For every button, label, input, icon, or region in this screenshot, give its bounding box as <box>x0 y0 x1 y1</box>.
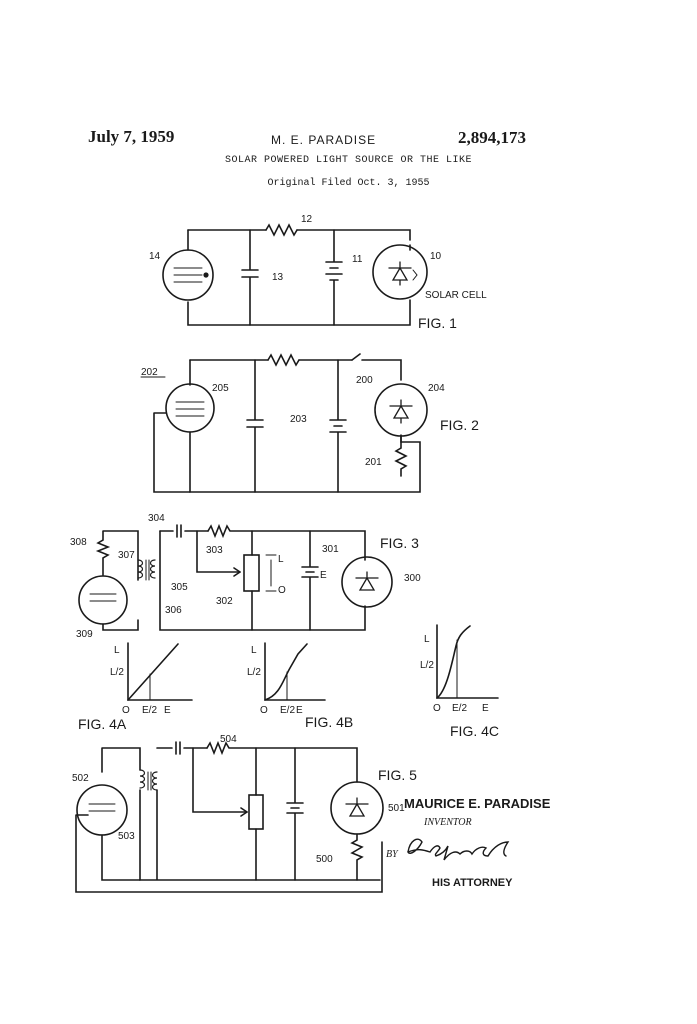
filing-date: Original Filed Oct. 3, 1955 <box>267 178 430 189</box>
fig4c-y-top: L <box>424 634 430 645</box>
fig4b-y-top: L <box>251 645 257 656</box>
fig2-label-203: 203 <box>290 414 307 425</box>
fig3-label-300: 300 <box>404 573 421 584</box>
fig2-caption: FIG. 2 <box>440 417 479 433</box>
fig3-label-301: 301 <box>322 544 339 555</box>
fig4b-y-mid: L/2 <box>247 667 261 678</box>
fig2-circuit <box>153 353 428 493</box>
fig5-caption: FIG. 5 <box>378 767 417 783</box>
fig4a-origin: O <box>122 705 130 716</box>
fig4a-graph <box>127 642 193 701</box>
fig5-label-501: 501 <box>388 803 405 814</box>
inventor-role: INVENTOR <box>423 817 472 828</box>
fig4a-x-mid: E/2 <box>142 705 157 716</box>
fig3-solar-cell-icon <box>341 556 393 608</box>
fig5-lamp-icon <box>76 784 128 836</box>
fig3-label-O: O <box>278 585 286 596</box>
fig5-solar-cell-icon <box>330 781 384 835</box>
fig4a-x-end: E <box>164 705 171 716</box>
fig1-circuit <box>162 223 428 326</box>
fig5-label-503: 503 <box>118 831 135 842</box>
fig4b-origin: O <box>260 705 268 716</box>
fig4b-x-mid: E/2 <box>280 705 295 716</box>
fig4b-x-end: E <box>296 705 303 716</box>
fig4c-x-mid: E/2 <box>452 703 467 714</box>
fig4a-y-top: L <box>114 645 120 656</box>
fig4c-origin: O <box>433 703 441 714</box>
fig2-label-202: 202 <box>141 367 158 378</box>
fig2-label-201: 201 <box>365 457 382 468</box>
fig4c-y-mid: L/2 <box>420 660 434 671</box>
attorney-signature <box>407 838 510 861</box>
fig4b-caption: FIG. 4B <box>305 714 353 730</box>
fig5-label-504: 504 <box>220 734 237 745</box>
fig3-label-E: E <box>320 570 327 581</box>
fig3-label-302: 302 <box>216 596 233 607</box>
fig2-label-205: 205 <box>212 383 229 394</box>
fig4c-graph <box>436 624 499 699</box>
fig2-label-204: 204 <box>428 383 445 394</box>
fig3-label-307: 307 <box>118 550 135 561</box>
fig4b-graph <box>264 642 326 701</box>
fig3-circuit <box>78 523 393 631</box>
fig1-label-14: 14 <box>149 251 161 262</box>
fig1-solar-cell-icon <box>372 244 428 300</box>
fig3-label-306: 306 <box>165 605 182 616</box>
fig1-label-12: 12 <box>301 214 313 225</box>
fig1-label-13: 13 <box>272 272 284 283</box>
fig1-label-10: 10 <box>430 251 442 262</box>
fig5-label-502: 502 <box>72 773 89 784</box>
fig2-label-200: 200 <box>356 375 373 386</box>
fig1-solar-cell-label: SOLAR CELL <box>425 290 487 301</box>
fig3-label-305: 305 <box>171 582 188 593</box>
fig1-lamp-icon <box>162 249 214 301</box>
fig2-lamp-icon <box>165 383 215 433</box>
fig3-label-308: 308 <box>70 537 87 548</box>
patent-date: July 7, 1959 <box>88 127 175 146</box>
fig1-caption: FIG. 1 <box>418 315 457 331</box>
fig3-label-309: 309 <box>76 629 93 640</box>
inventor-name: MAURICE E. PARADISE <box>404 796 551 811</box>
fig3-label-304: 304 <box>148 513 165 524</box>
attorney-label: HIS ATTORNEY <box>432 877 513 889</box>
fig3-label-L: L <box>278 554 284 565</box>
fig4a-caption: FIG. 4A <box>78 716 127 732</box>
fig3-caption: FIG. 3 <box>380 535 419 551</box>
fig1-label-11: 11 <box>352 254 363 265</box>
fig4a-y-mid: L/2 <box>110 667 124 678</box>
inventor-header: M. E. PARADISE <box>271 133 377 147</box>
fig3-label-303: 303 <box>206 545 223 556</box>
signature-by: BY <box>386 849 399 860</box>
fig4c-caption: FIG. 4C <box>450 723 499 739</box>
fig3-lamp-icon <box>78 575 128 625</box>
patent-title: SOLAR POWERED LIGHT SOURCE OR THE LIKE <box>224 155 473 166</box>
patent-number: 2,894,173 <box>458 128 526 147</box>
fig4c-x-end: E <box>482 703 489 714</box>
fig5-label-500: 500 <box>316 854 333 865</box>
fig2-solar-cell-icon <box>374 383 428 437</box>
fig5-circuit <box>75 740 384 893</box>
